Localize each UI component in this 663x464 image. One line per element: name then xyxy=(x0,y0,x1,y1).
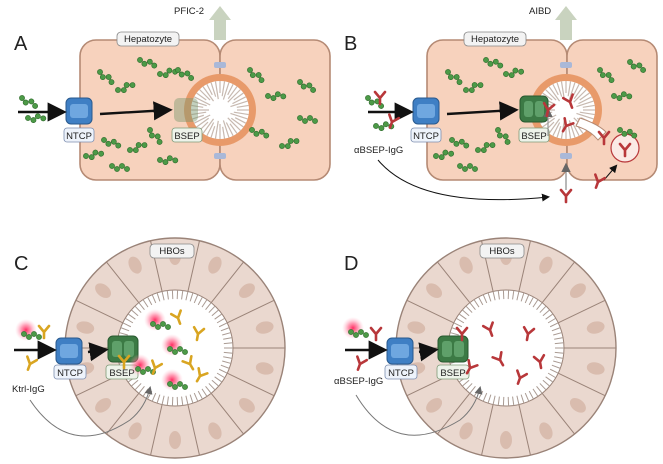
bsep-transporter-a xyxy=(174,98,198,122)
antibody-label-b: αBSEP-IgG xyxy=(354,145,403,156)
tight-junction-b xyxy=(560,153,572,159)
organoid-d xyxy=(396,238,616,458)
tight-junction-a xyxy=(214,153,226,159)
bsep-label-a: BSEP xyxy=(174,131,199,142)
antibody-label-d: αBSEP-IgG xyxy=(334,376,383,387)
fluorescent-bile-acid xyxy=(15,319,42,341)
panel-d: D HBOs NTCP BSEP αBSEP-IgG xyxy=(334,238,616,458)
ntcp-label-a: NTCP xyxy=(66,131,92,142)
cell-label-a: Hepatozyte xyxy=(124,34,172,45)
bsep-transporter-b xyxy=(520,96,548,122)
fluorescent-bile-acid xyxy=(342,317,369,339)
bsep-label-d: BSEP xyxy=(440,368,465,379)
antibody xyxy=(353,357,367,372)
ntcp-transporter-b xyxy=(413,98,439,124)
antibody xyxy=(23,357,37,372)
panel-a: A PFIC-2 Hepatozyte NTCP BSEP xyxy=(14,6,330,180)
cell-label-c: HBOs xyxy=(159,246,185,257)
bile-acid xyxy=(25,112,46,124)
tight-junction-b xyxy=(560,62,572,68)
bsep-label-b: BSEP xyxy=(521,131,546,142)
cell-label-d: HBOs xyxy=(489,246,515,257)
ntcp-label-b: NTCP xyxy=(413,131,439,142)
ntcp-transporter-c xyxy=(56,338,82,364)
cell-label-b: Hepatozyte xyxy=(471,34,519,45)
panel-b: B AIBD Hepatozyte NTCP BSEP αBSEP-IgG xyxy=(344,6,657,202)
top-label-b: AIBD xyxy=(529,6,551,17)
ntcp-label-d: NTCP xyxy=(388,368,414,379)
ntcp-transporter-a xyxy=(66,98,92,124)
panel-letter-a: A xyxy=(14,33,28,55)
export-arrow-a xyxy=(209,6,231,40)
tight-junction-a xyxy=(214,62,226,68)
antibody-label-c: Ktrl-IgG xyxy=(12,384,45,395)
ntcp-label-c: NTCP xyxy=(57,368,83,379)
panel-letter-d: D xyxy=(344,253,358,275)
top-label-a: PFIC-2 xyxy=(174,6,204,17)
panel-c: C HBOs NTCP BSEP Ktrl-IgG xyxy=(12,238,285,458)
bile-acid xyxy=(18,95,40,110)
panel-letter-c: C xyxy=(14,253,28,275)
fluorescent-bile-acid-d xyxy=(342,317,369,339)
panel-letter-b: B xyxy=(344,33,357,55)
antibody xyxy=(371,328,381,340)
antibody xyxy=(561,190,571,202)
export-arrow-b xyxy=(555,6,577,40)
bsep-transporter-d xyxy=(438,336,468,362)
nucleus xyxy=(500,431,512,449)
nucleus xyxy=(169,431,181,449)
ntcp-transporter-d xyxy=(387,338,413,364)
